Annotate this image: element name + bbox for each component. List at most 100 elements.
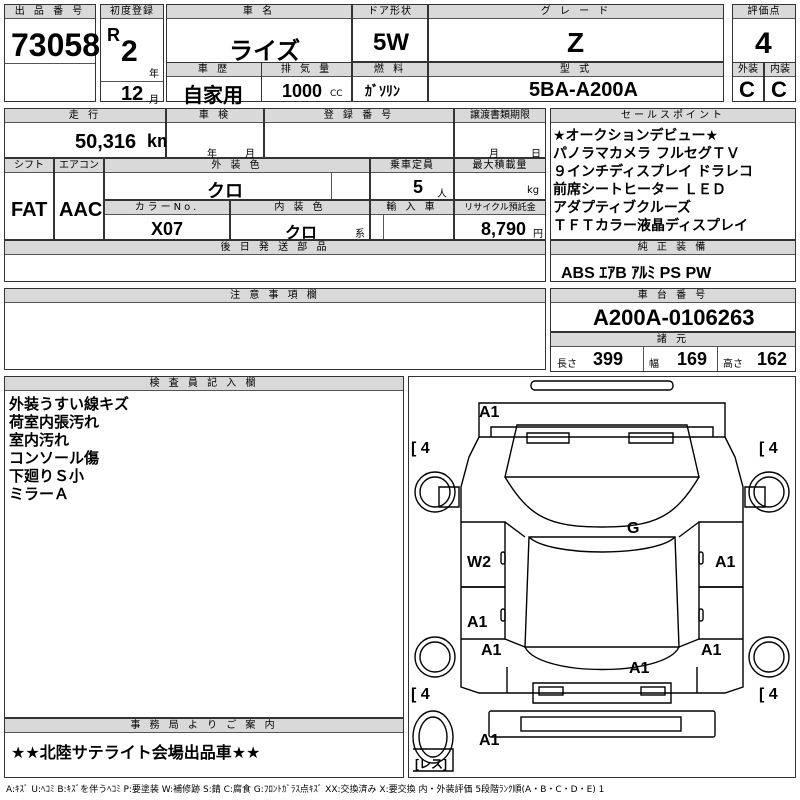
mark-front: A1 <box>479 404 500 421</box>
model-label: 型 式 <box>429 63 723 77</box>
recycle-box: リサイクル預託金 8,790 円 <box>454 200 546 240</box>
regno-box: 登 録 番 号 <box>264 108 454 158</box>
door-box: ドア形状 5W <box>352 4 428 62</box>
year-unit: 年 <box>149 69 159 80</box>
colorno: X07 <box>151 219 184 239</box>
tire-rl-label: [ 4 <box>411 686 430 703</box>
sales-point-label: セールスポイント <box>551 109 795 123</box>
legend: A:ｷｽﾞ U:ﾍｺﾐ B:ｷｽﾞを伴うﾍｺﾐ P:要塗装 W:補修跡 S:錆 … <box>6 785 605 795</box>
car-diagram-box: A1 G W2 A1 A1 A1 A1 A1 A1 [ 4 [ 4 [ 4 [ … <box>408 376 796 778</box>
spare: レス <box>419 757 443 771</box>
height-label: 高さ <box>723 359 743 370</box>
mark-left-front-door: W2 <box>467 554 491 571</box>
sales-line: パノラマカメラ フルセグＴＶ <box>553 146 740 162</box>
mark-windshield: G <box>627 520 639 537</box>
transfer-day: 日 <box>531 149 541 160</box>
transfer-box: 譲渡書類期限 月 日 <box>454 108 546 160</box>
sales-point-list: ★オークションデビュー★ パノラマカメラ フルセグＴＶ ９インチディスプレイ ド… <box>553 127 753 235</box>
inspection-year-unit: 年 <box>207 149 217 160</box>
chassis-label: 車 台 番 号 <box>551 289 795 303</box>
ext-grade: C <box>739 77 755 102</box>
kei: 系 <box>355 229 365 240</box>
car-name: ライズ <box>229 38 301 65</box>
capacity-box: 乗車定員 5 人 <box>370 158 454 200</box>
kg-unit: kg <box>527 185 540 196</box>
door-label: ドア形状 <box>353 5 427 19</box>
chassis-number: A200A-0106263 <box>593 305 755 330</box>
office-box: 事 務 局 よ り ご 案 内 ★★北陸サテライト会場出品車★★ <box>4 718 404 778</box>
ac-box: エアコン AAC <box>54 158 104 240</box>
sales-point-box: セールスポイント ★オークションデビュー★ パノラマカメラ フルセグＴＶ ９イン… <box>550 108 796 240</box>
remark-line: 下廻りＳ小 <box>9 467 85 485</box>
chassis-box: 車 台 番 号 A200A-0106263 <box>550 288 796 332</box>
score: 4 <box>755 27 772 60</box>
model-box: 型 式 5BA-A200A <box>428 62 724 102</box>
equipment-box: 純 正 装 備 ABS ｴｱB ｱﾙﾐ PS PW <box>550 240 796 282</box>
colorno-label: カラーNo. <box>105 201 229 215</box>
int-grade: C <box>771 77 787 102</box>
car-diagram: A1 G W2 A1 A1 A1 A1 A1 A1 [ 4 [ 4 [ 4 [ … <box>411 380 790 772</box>
notes-label: 注 意 事 項 欄 <box>5 289 545 303</box>
displacement-label: 排 気 量 <box>262 63 351 77</box>
int-grade-box: 内装 C <box>764 62 796 102</box>
mark-left-rear-fender: A1 <box>481 642 502 659</box>
intcolor: クロ <box>285 225 318 242</box>
lot-box: 出 品 番 号 73058 <box>4 4 100 102</box>
score-box: 評価点 4 <box>732 4 796 64</box>
inspection-box: 車 検 年 月 <box>166 108 264 160</box>
remark-line: ミラーＡ <box>9 485 70 503</box>
era: R <box>107 25 120 45</box>
length: 399 <box>593 349 624 369</box>
capacity: 5 <box>413 177 424 197</box>
inspector-list: 外装うすい線キズ 荷室内張汚れ 室内汚れ コンソール傷 下廻りＳ小 ミラーＡ <box>9 395 129 503</box>
mark-right-rear-fender: A1 <box>701 642 722 659</box>
displacement: 1000 <box>282 81 323 101</box>
ac-label: エアコン <box>55 159 103 173</box>
intcolor-label: 内 装 色 <box>231 201 369 215</box>
mark-rear-bumper: A1 <box>479 732 500 749</box>
car-name-label: 車 名 <box>167 5 351 19</box>
transfer-month: 月 <box>489 149 499 160</box>
lot-number: 73058 <box>11 27 100 63</box>
shift-box: シフト FAT <box>4 158 54 240</box>
tire-fr: 4 <box>769 440 778 457</box>
month-unit: 月 <box>149 95 159 106</box>
shift-label: シフト <box>5 159 53 173</box>
sales-line: ★オークションデビュー★ <box>553 128 719 144</box>
length-label: 長さ <box>557 359 577 370</box>
tire-rr-label: [ 4 <box>759 686 778 703</box>
spare-label: [レス] <box>415 757 447 771</box>
ext-label: 外装 <box>733 63 763 77</box>
colorno-box: カラーNo. X07 <box>104 200 230 240</box>
sales-line: アダプティブクルーズ <box>553 200 692 216</box>
capacity-label: 乗車定員 <box>371 159 453 173</box>
tire-rl: 4 <box>421 686 430 703</box>
mileage: 50,316 <box>75 131 137 153</box>
mark-roof-rear: A1 <box>629 660 650 677</box>
history-label: 車 歴 <box>167 63 261 77</box>
regno-label: 登 録 番 号 <box>265 109 453 123</box>
inspector-box: 検 査 員 記 入 欄 外装うすい線キズ 荷室内張汚れ 室内汚れ コンソール傷 … <box>4 376 404 718</box>
load-box: 最大積載量 kg <box>454 158 546 200</box>
yen-unit: 円 <box>533 229 543 240</box>
history-box: 車 歴 自家用 <box>166 62 262 107</box>
history: 自家用 <box>183 85 243 107</box>
recycle-label: リサイクル預託金 <box>455 201 545 215</box>
load-label: 最大積載量 <box>455 159 545 173</box>
office-message: ★★北陸サテライト会場出品車★★ <box>11 743 261 762</box>
specs-label: 諸 元 <box>551 333 795 347</box>
lot-label: 出 品 番 号 <box>5 5 95 19</box>
width-label: 幅 <box>649 359 659 370</box>
notes-box: 注 意 事 項 欄 <box>4 288 546 370</box>
tire-rr: 4 <box>769 686 778 703</box>
color-label: 外 装 色 <box>105 159 369 173</box>
grade: Z <box>567 27 585 58</box>
sales-line: ９インチディスプレイ ドラレコ <box>553 164 753 180</box>
sales-line: ＴＦＴカラー液晶ディスプレイ <box>553 218 749 234</box>
inspection-month-unit: 月 <box>245 149 255 160</box>
door-type: 5W <box>373 29 409 56</box>
mark-right-front-door: A1 <box>715 554 736 571</box>
inspector-label: 検 査 員 記 入 欄 <box>5 377 403 391</box>
tire-fr-label: [ 4 <box>759 440 778 457</box>
ac: AAC <box>59 199 103 221</box>
